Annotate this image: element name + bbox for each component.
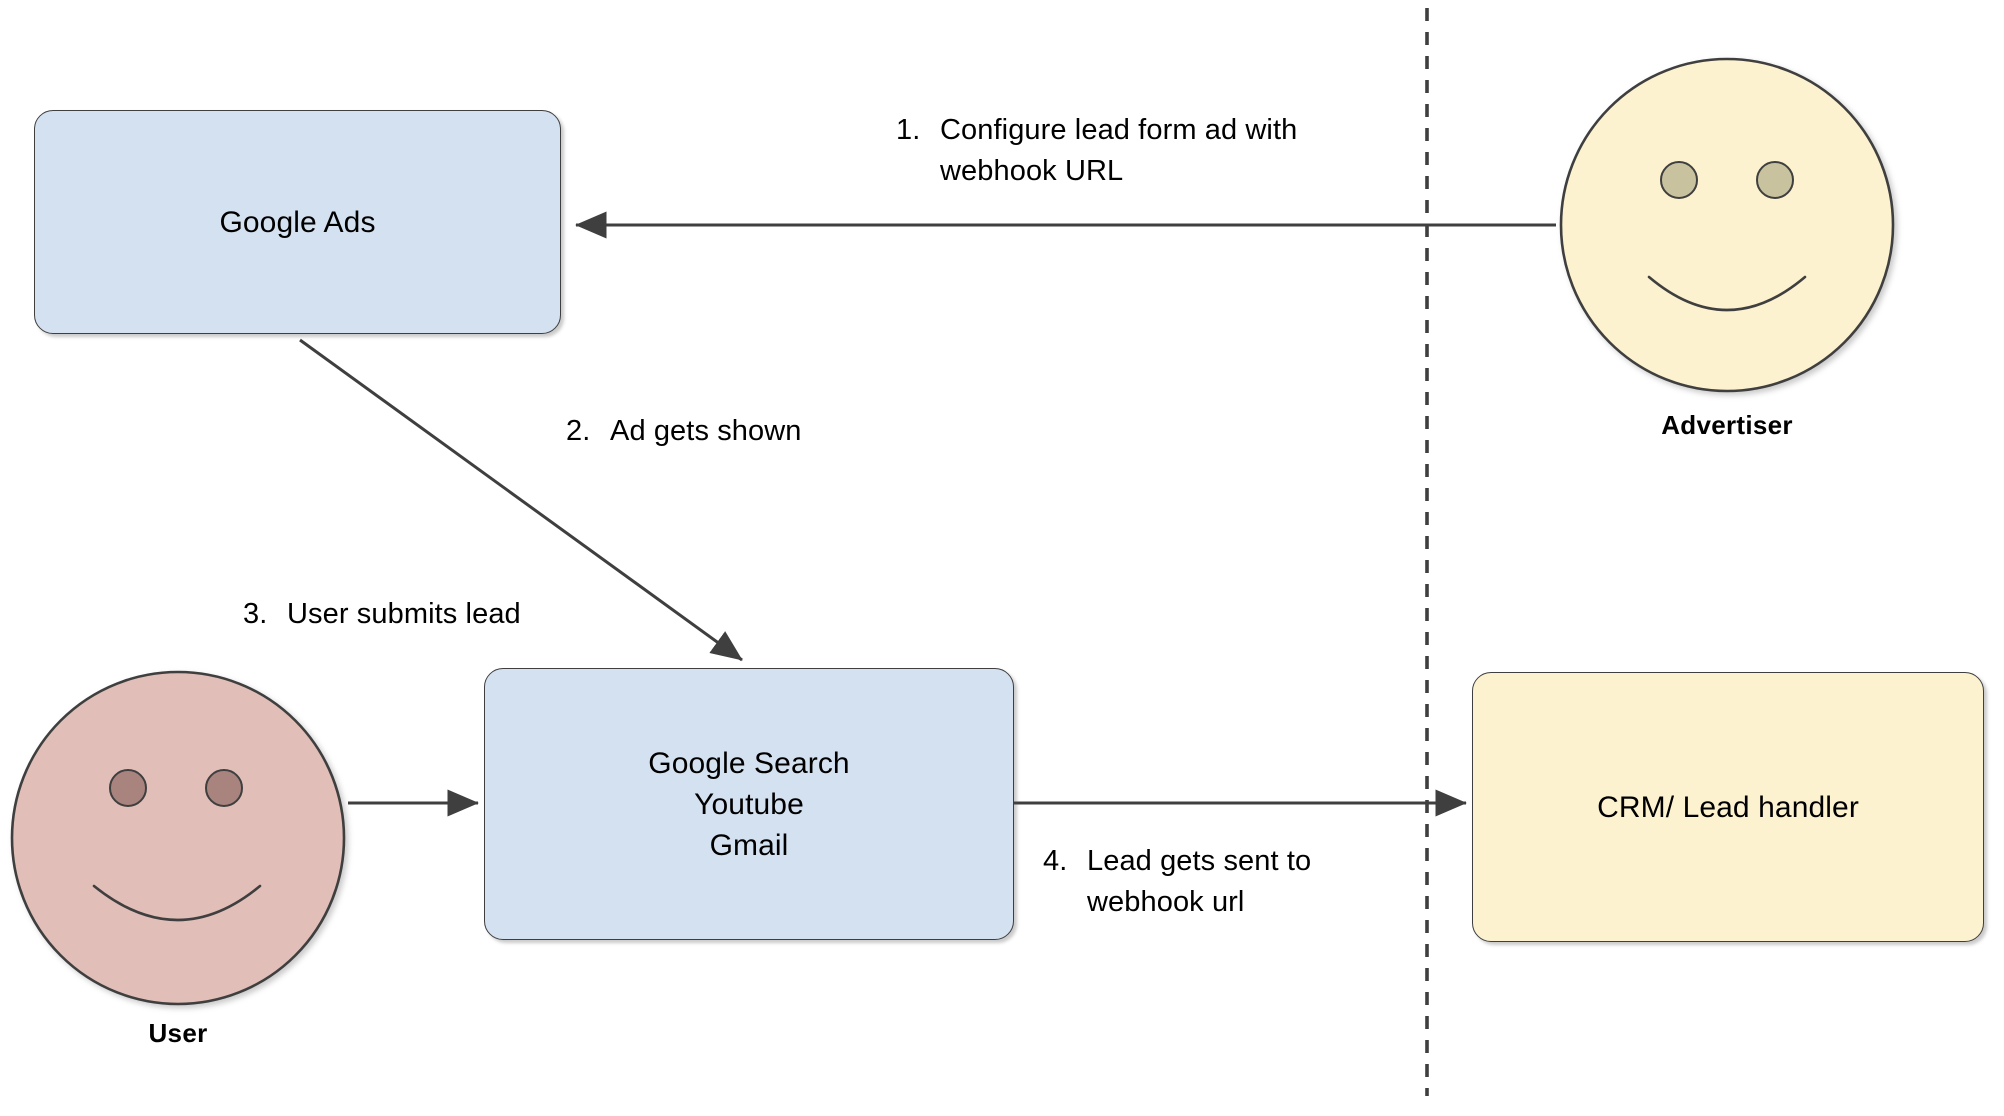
smiley-face-icon <box>1559 57 1895 393</box>
step-label-2: 2. Ad gets shown <box>566 411 802 452</box>
actor-user[interactable]: User <box>8 668 348 1048</box>
node-google-surfaces-label: Google Search Youtube Gmail <box>648 746 850 862</box>
step-label-3-number: 3. <box>243 598 268 630</box>
node-google-ads[interactable]: Google Ads <box>34 110 561 334</box>
step-label-2-number: 2. <box>566 415 591 447</box>
step-label-1-text: Configure lead form ad with webhook URL <box>940 114 1298 187</box>
step-label-3: 3. User submits lead <box>243 594 521 635</box>
actor-advertiser-label: Advertiser <box>1661 410 1793 440</box>
step-label-2-text: Ad gets shown <box>610 415 802 447</box>
actor-user-label: User <box>148 1018 208 1048</box>
node-google-ads-label: Google Ads <box>219 205 376 239</box>
connector-google-ads-to-google-surfaces <box>299 338 743 662</box>
actor-advertiser[interactable]: Advertiser <box>1557 55 1897 440</box>
step-label-4-number: 4. <box>1043 845 1068 877</box>
smiley-face-icon <box>10 670 346 1006</box>
node-crm-lead-handler[interactable]: CRM/ Lead handler <box>1472 672 1984 942</box>
node-crm-label: CRM/ Lead handler <box>1597 790 1859 824</box>
step-label-4-text: Lead gets sent to webhook url <box>1087 845 1312 918</box>
step-label-3-text: User submits lead <box>287 598 521 630</box>
step-label-1: 1. Configure lead form ad with webhook UR… <box>896 110 1297 192</box>
node-google-surfaces[interactable]: Google Search Youtube Gmail <box>484 668 1014 940</box>
step-label-1-number: 1. <box>896 114 921 146</box>
step-label-4: 4. Lead gets sent to webhook url <box>1043 841 1311 923</box>
